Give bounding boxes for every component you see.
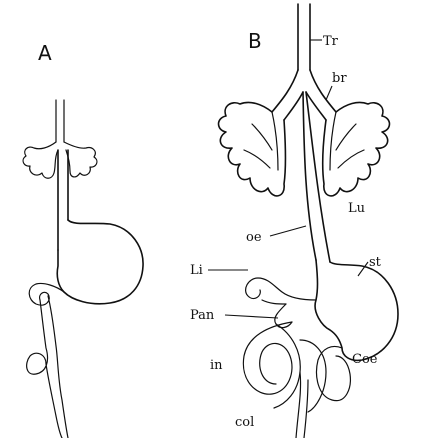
panel-b-stomach	[315, 260, 398, 360]
leader-oe	[270, 226, 306, 236]
label-oe: oe	[246, 230, 262, 245]
panel-a: A	[23, 41, 143, 438]
panel-a-trachea	[56, 100, 64, 142]
panel-b-left-lung-inner	[244, 112, 278, 170]
panel-label-a: A	[38, 41, 52, 65]
panel-a-right-lung-bud	[64, 142, 97, 177]
label-li: Li	[190, 263, 203, 278]
panel-a-oesophagus	[58, 150, 68, 250]
label-br: br	[332, 71, 347, 86]
panel-b-right-lung	[323, 102, 390, 195]
panel-a-intestine	[27, 283, 68, 438]
panel-a-left-lung-bud	[23, 142, 58, 178]
panel-label-b: B	[248, 29, 262, 53]
leader-br	[326, 86, 332, 100]
label-st: st	[369, 255, 382, 270]
leader-pan	[225, 315, 278, 318]
label-lu: Lu	[348, 201, 365, 216]
panel-b-left-lung	[219, 102, 286, 195]
label-col: col	[235, 415, 254, 430]
panel-b: B	[219, 4, 399, 438]
panel-b-oesophagus	[303, 92, 330, 262]
panel-b-liver-outgrowth	[246, 278, 316, 304]
label-tr: Tr	[323, 34, 339, 49]
panel-b-caecum	[317, 347, 351, 401]
label-coe: Coe	[352, 352, 378, 367]
panel-a-stomach	[57, 220, 143, 304]
leader-st	[358, 262, 368, 276]
label-in: in	[210, 358, 223, 373]
panel-b-right-lung-inner	[330, 112, 364, 170]
panel-b-trachea	[298, 4, 310, 70]
label-pan: Pan	[190, 308, 215, 323]
panel-b-intestine	[243, 322, 326, 412]
